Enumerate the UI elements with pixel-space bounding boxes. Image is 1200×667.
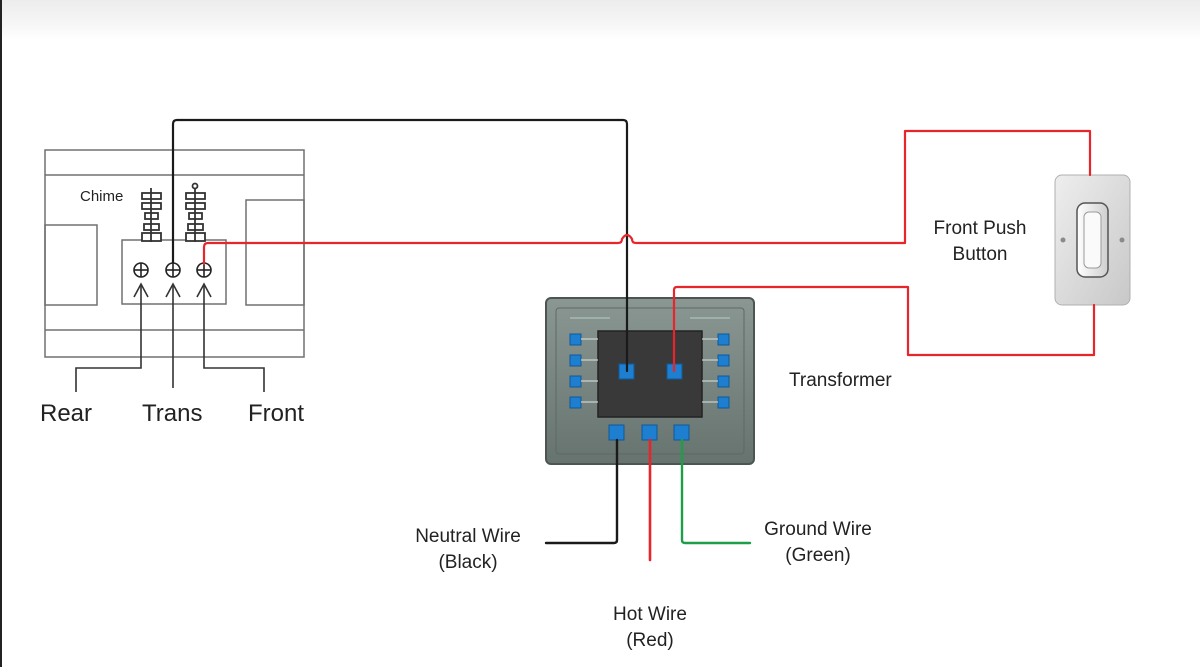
transformer-side-leads: [581, 338, 718, 403]
chime-left-panel: [44, 224, 98, 306]
neutral-wire-label-line2: (Black): [438, 552, 498, 573]
chime-plungers: [141, 182, 206, 242]
arrow-front-icon: [196, 282, 212, 298]
ground-wire-label: Ground Wire (Green): [752, 517, 884, 569]
terminal-screws: [133, 262, 212, 278]
top-band: [0, 0, 1200, 40]
chime-outer-frame: [44, 149, 305, 358]
plate-screw-left-icon: [1060, 237, 1066, 243]
front-push-button: [1054, 174, 1131, 306]
leader-front: [203, 286, 265, 392]
screw-rear-icon: [133, 262, 149, 278]
ground-wire-green: [680, 438, 752, 545]
black-low-voltage-wire: [171, 118, 629, 373]
chime-label: Chime: [80, 188, 124, 205]
ground-wire-label-line1: Ground Wire: [764, 519, 872, 540]
leader-rear: [75, 286, 142, 392]
neutral-wire-label-line1: Neutral Wire: [415, 526, 521, 547]
rear-terminal-label: Rear: [40, 400, 93, 427]
arrow-trans-icon: [165, 282, 181, 298]
transformer-label: Transformer: [789, 370, 892, 391]
red-chime-to-button-wire: [202, 129, 1092, 266]
hot-wire-label-line2: (Red): [626, 630, 674, 651]
neutral-wire-black: [544, 438, 619, 545]
front-push-button-label-line1: Front Push: [933, 218, 1027, 239]
screw-trans-icon: [165, 262, 181, 278]
neutral-wire-label: Neutral Wire (Black): [400, 524, 536, 576]
trans-terminal-label: Trans: [142, 400, 203, 427]
ground-wire-label-line2: (Green): [785, 545, 851, 566]
red-transformer-to-button-wire: [672, 285, 1096, 373]
transformer-unit: [545, 297, 755, 465]
chime-right-panel: [245, 199, 305, 306]
screw-front-icon: [196, 262, 212, 278]
plunger-right: [185, 182, 206, 242]
chime-unit: [44, 149, 305, 358]
wires: [171, 118, 1096, 562]
front-push-button-label-line2: Button: [952, 244, 1008, 265]
arrow-rear-icon: [133, 282, 149, 298]
plate-screw-right-icon: [1119, 237, 1125, 243]
plunger-left: [141, 188, 162, 242]
transformer-line-terminals: [608, 424, 690, 441]
hot-wire-label-line1: Hot Wire: [613, 604, 687, 625]
transformer-low-voltage-terminals: [618, 363, 683, 380]
terminal-pointers: [75, 282, 265, 392]
hot-wire-label: Hot Wire (Red): [596, 602, 704, 654]
left-edge-line: [0, 0, 2, 667]
transformer-core: [597, 330, 703, 418]
front-terminal-label: Front: [248, 400, 305, 427]
front-push-button-label: Front Push Button: [920, 216, 1040, 268]
